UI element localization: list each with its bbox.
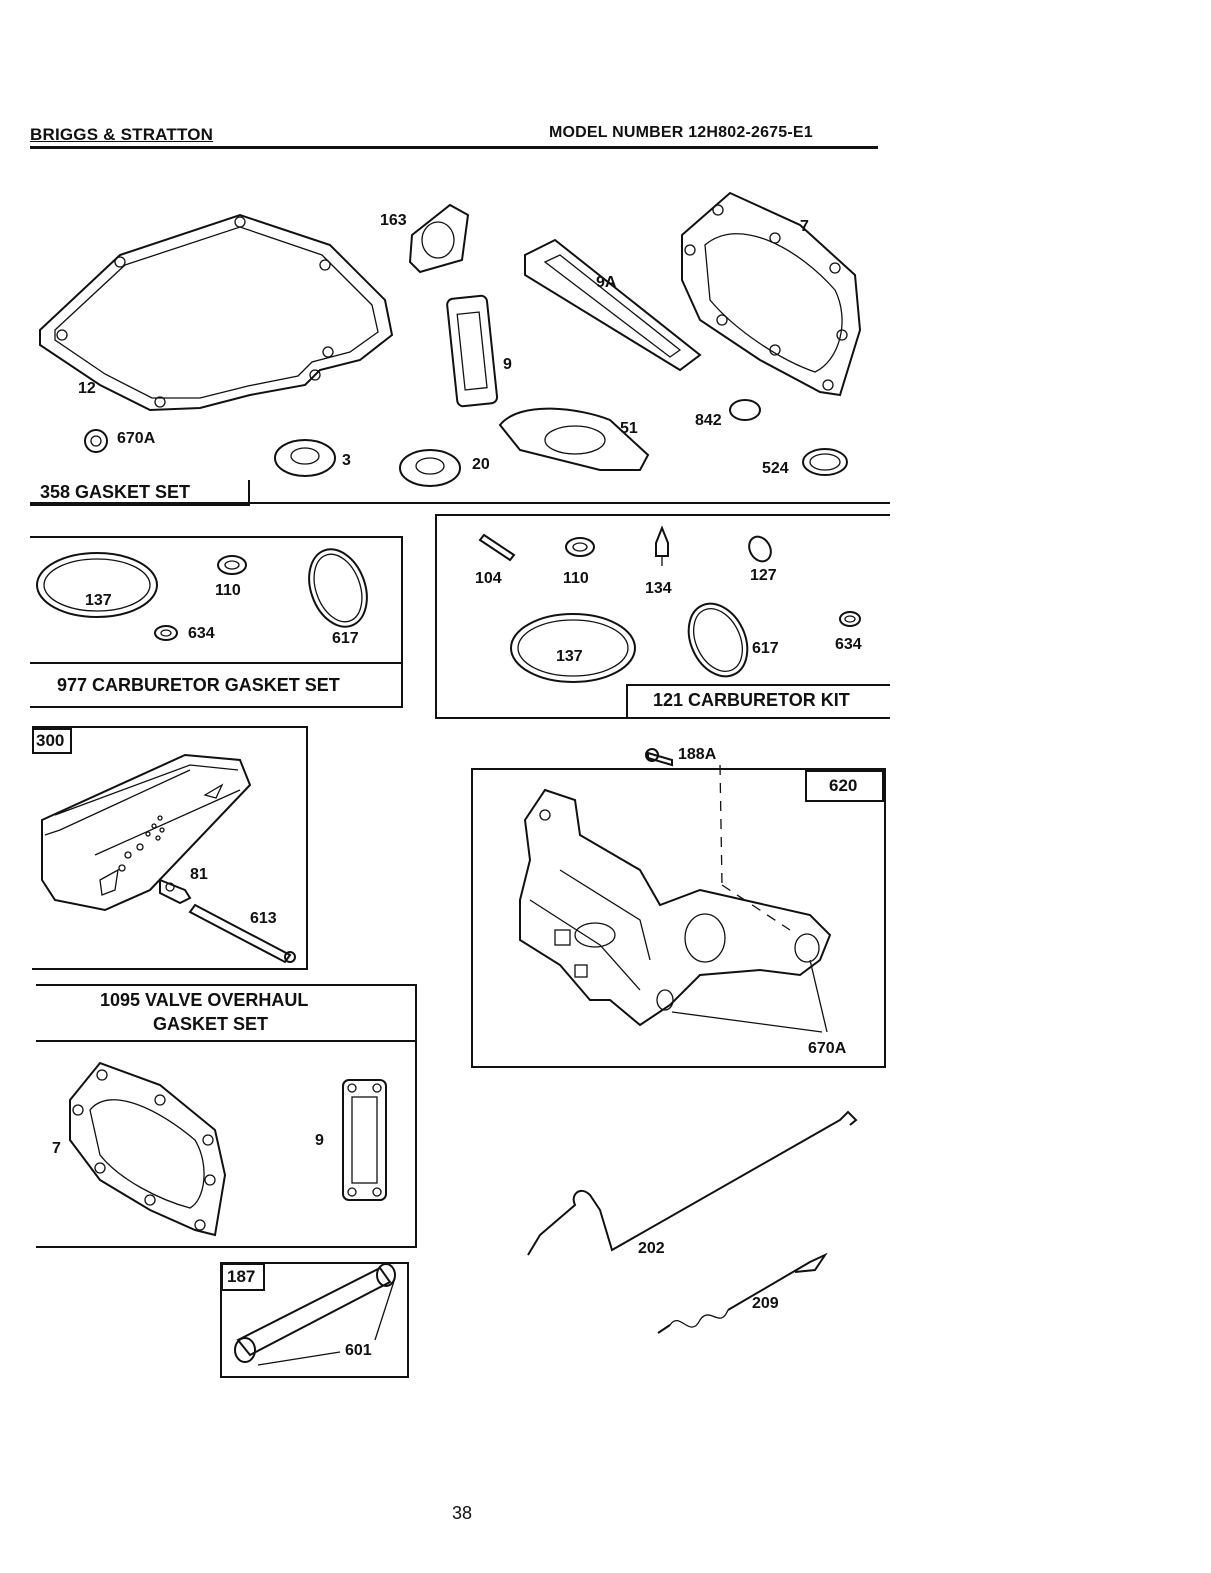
valve-mid-rule	[36, 1040, 417, 1042]
bracket-box	[471, 768, 886, 1068]
muffler-613-label: 613	[250, 910, 277, 928]
part-7-label: 7	[800, 218, 809, 236]
carb-gasket-137-label: 137	[85, 592, 112, 610]
part-9a-label: 9A	[596, 274, 616, 292]
valve-overhaul-title-2: GASKET SET	[153, 1014, 268, 1035]
part-3-label: 3	[342, 452, 351, 470]
part-163-label: 163	[380, 212, 407, 230]
bracket-188a-label: 188A	[678, 746, 716, 764]
muffler-drawing	[42, 755, 250, 910]
valve-top-rule	[36, 984, 417, 986]
muffler-right-rule	[306, 726, 308, 970]
part-670a-label: 670A	[117, 430, 155, 448]
valve-9-label: 9	[315, 1132, 324, 1150]
carb-kit-left-rule	[435, 514, 437, 719]
bracket-tag: 620	[805, 770, 884, 802]
carb-gasket-634-label: 634	[188, 625, 215, 643]
valve-7-label: 7	[52, 1140, 61, 1158]
tube-tag: 187	[221, 1263, 265, 1291]
carb-gasket-right-rule	[401, 536, 403, 708]
valve-right-rule	[415, 984, 417, 1248]
part-9-label: 9	[503, 356, 512, 374]
muffler-bottom-rule	[32, 968, 308, 970]
carb-kit-top-rule	[435, 514, 890, 516]
carb-kit-110-label: 110	[563, 570, 589, 588]
bracket-670a-label: 670A	[808, 1040, 846, 1058]
carb-gasket-110-label: 110	[215, 582, 241, 600]
part-842-label: 842	[695, 412, 722, 430]
carb-gasket-top-rule	[30, 536, 403, 538]
link-202-label: 202	[638, 1240, 665, 1258]
carb-gasket-bottom-rule	[30, 706, 403, 708]
carb-kit-634-label: 634	[835, 636, 862, 654]
page-number: 38	[452, 1503, 472, 1524]
carb-kit-127-label: 127	[750, 567, 777, 585]
carb-kit-title: 121 CARBURETOR KIT	[653, 690, 850, 711]
muffler-tag: 300	[32, 728, 72, 754]
muffler-top-rule	[32, 726, 308, 728]
muffler-81-label: 81	[190, 866, 208, 884]
carb-kit-617-label: 617	[752, 640, 779, 658]
valve-overhaul-title-1: 1095 VALVE OVERHAUL	[100, 990, 308, 1011]
carb-gasket-set-title: 977 CARBURETOR GASKET SET	[57, 675, 340, 696]
part-12-label: 12	[78, 380, 96, 398]
carb-kit-134-label: 134	[645, 580, 672, 598]
gasket-set-title: 358 GASKET SET	[40, 482, 190, 503]
tube-601-label: 601	[345, 1342, 372, 1360]
carb-gasket-mid-rule	[30, 662, 403, 664]
spring-209-label: 209	[752, 1295, 779, 1313]
part-20-label: 20	[472, 456, 490, 474]
carb-kit-137-label: 137	[556, 648, 583, 666]
valve-bottom-rule	[36, 1246, 417, 1248]
carb-gasket-617-label: 617	[332, 630, 359, 648]
part-524-label: 524	[762, 460, 789, 478]
carb-kit-104-label: 104	[475, 570, 502, 588]
part-51-label: 51	[620, 420, 638, 438]
